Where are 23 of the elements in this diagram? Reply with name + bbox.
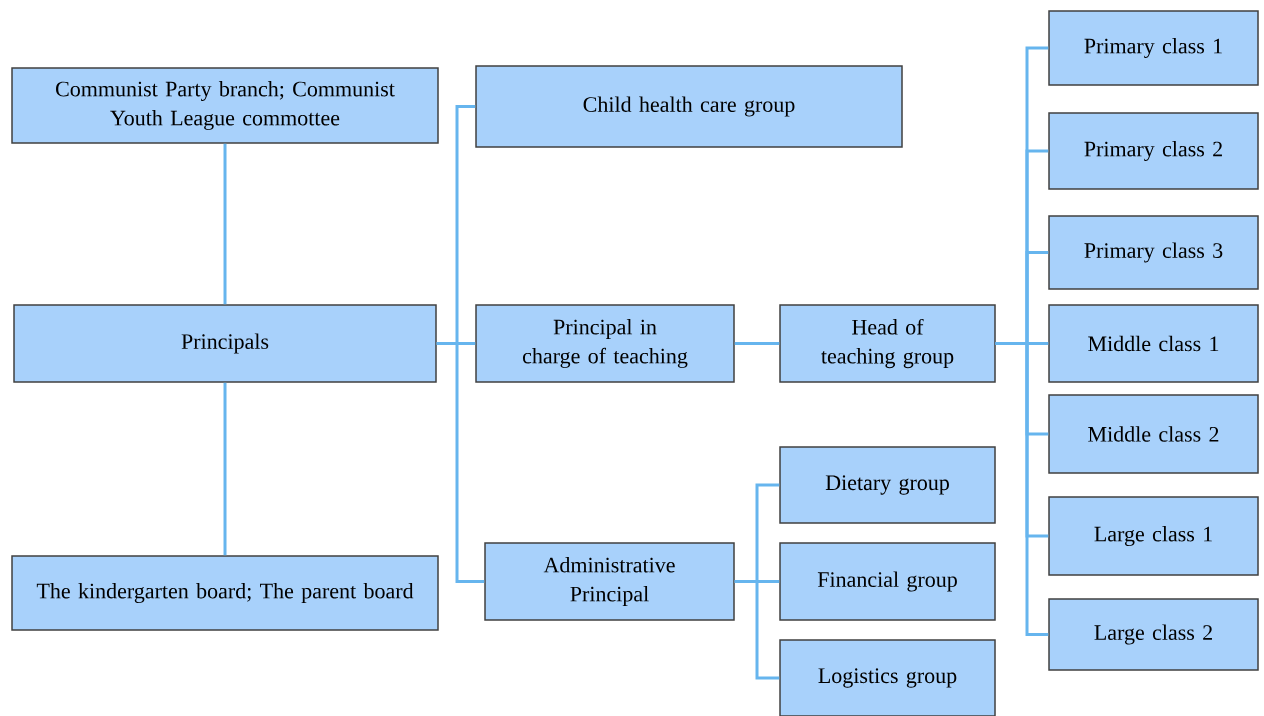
connector-line bbox=[223, 382, 227, 556]
org-box: Large class 2 bbox=[1048, 598, 1259, 671]
org-box: Primary class 2 bbox=[1048, 112, 1259, 190]
org-box: Dietary group bbox=[779, 446, 996, 524]
org-box: Principals bbox=[13, 304, 437, 383]
org-box: Child health care group bbox=[475, 65, 903, 148]
connector-line bbox=[734, 580, 780, 680]
org-box: Middle class 1 bbox=[1048, 304, 1259, 383]
connector-line bbox=[995, 342, 1049, 636]
org-box: Middle class 2 bbox=[1048, 394, 1259, 474]
org-box: Communist Party branch; Communist Youth League commottee bbox=[11, 67, 439, 144]
org-box: Large class 1 bbox=[1048, 496, 1259, 576]
connector-line bbox=[436, 342, 485, 583]
org-box: The kindergarten board; The parent board bbox=[11, 555, 439, 631]
org-box: Logistics group bbox=[779, 639, 996, 716]
org-box: Head of teaching group bbox=[779, 304, 996, 383]
org-box: Financial group bbox=[779, 542, 996, 621]
org-box: Primary class 1 bbox=[1048, 10, 1259, 86]
org-box: Administrative Principal bbox=[484, 542, 735, 621]
org-box: Principal in charge of teaching bbox=[475, 304, 735, 383]
connector-line bbox=[734, 342, 780, 345]
connector-line bbox=[223, 143, 227, 305]
org-box: Primary class 3 bbox=[1048, 215, 1259, 290]
